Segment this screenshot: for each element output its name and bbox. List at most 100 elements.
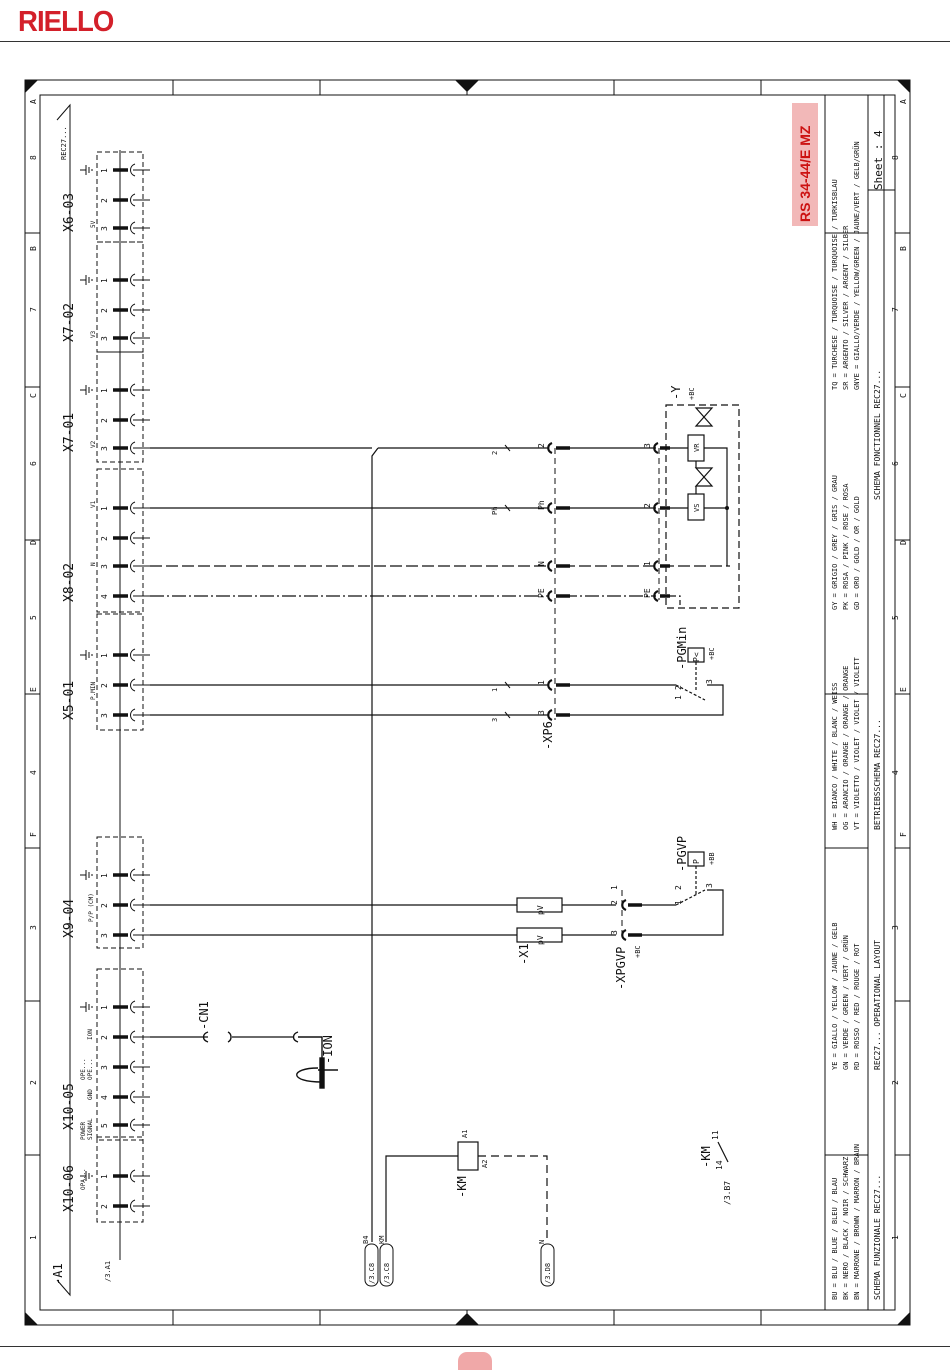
pgvp-label: -PGVP bbox=[675, 836, 689, 872]
x603-sub: 5V bbox=[90, 220, 97, 228]
x701-sub: V2 bbox=[90, 440, 97, 448]
title-de: BETRIEBSSCHEMA REC27... bbox=[873, 719, 882, 830]
frame-row-6-right: 6 bbox=[891, 461, 900, 466]
connector-name-x8-02: X8-02 bbox=[62, 563, 77, 602]
inner-frame bbox=[39, 94, 896, 1311]
pv-label-2: pV bbox=[536, 935, 545, 945]
km-a1-pin: A1 bbox=[461, 1130, 469, 1138]
x802-sub-n: N bbox=[90, 562, 97, 566]
km-coil bbox=[457, 1141, 479, 1171]
b4-label: B4 bbox=[362, 1236, 370, 1244]
connector-name-x6-03: X6-03 bbox=[62, 193, 77, 232]
pin-x10-05-3: 3 bbox=[100, 1065, 109, 1070]
wire-ph-label: Ph bbox=[537, 500, 546, 510]
km-a2-pin: A2 bbox=[481, 1160, 489, 1168]
ref-capsule-3 bbox=[540, 1243, 555, 1287]
cn1-label: -CN1 bbox=[197, 1001, 211, 1030]
pgmin-pin-3: 3 bbox=[705, 679, 714, 684]
footer-rule bbox=[0, 1346, 950, 1347]
frame-col-B-right: B bbox=[899, 246, 908, 251]
ref-2: /3.C8 bbox=[383, 1263, 391, 1284]
pin-x7-02-1: 1 bbox=[100, 278, 109, 283]
frame-row-8-right: 8 bbox=[891, 155, 900, 160]
wire-tag-2: 2 bbox=[491, 451, 499, 455]
frame-col-E-left: E bbox=[29, 687, 38, 692]
xp6-label: -XP6 bbox=[541, 721, 555, 750]
rec27-label: REC27... bbox=[60, 126, 68, 160]
connector-name-x10-05: X10-05 bbox=[62, 1083, 77, 1130]
pv-box-1 bbox=[516, 897, 563, 913]
x702-sub: V3 bbox=[90, 330, 97, 338]
page-number-pill bbox=[458, 1352, 492, 1370]
frame-row-1-left: 1 bbox=[29, 1235, 38, 1240]
wire-2-label: 2 bbox=[537, 443, 546, 448]
title-fr: SCHEMA FONCTIONNEL REC27... bbox=[873, 370, 882, 500]
model-label: RS 34-44/E MZ bbox=[797, 125, 813, 222]
wire-x501-3 bbox=[150, 684, 724, 716]
km-ref: /3.B7 bbox=[723, 1181, 732, 1205]
ref-capsule-1 bbox=[364, 1243, 379, 1287]
frame-col-C-right: C bbox=[899, 393, 908, 398]
legend-col5-2: GNYE = GIALLO/VERDE / YELLOW/GREEN / JAU… bbox=[852, 141, 861, 390]
valve-y-outline bbox=[665, 404, 740, 609]
legend-col3-0: WH = BIANCO / WHITE / BLANC / WEISS bbox=[831, 682, 839, 830]
legend-col2-0: YE = GIALLO / YELLOW / JAUNE / GELB bbox=[831, 922, 839, 1070]
y-bc: +BC bbox=[688, 387, 696, 400]
pin-x7-02-2: 2 bbox=[100, 308, 109, 313]
frame-row-4-left: 4 bbox=[29, 770, 38, 775]
ion-label: -ION bbox=[321, 1035, 335, 1064]
sheet-label: Sheet : 4 bbox=[872, 130, 885, 190]
x501-sub: P.MIN bbox=[90, 682, 97, 700]
pin-x6-03-2: 2 bbox=[100, 198, 109, 203]
x1-label: -X1 bbox=[517, 943, 531, 965]
pin-x10-05-1: 1 bbox=[100, 1005, 109, 1010]
pgvp-box-label: P bbox=[692, 859, 701, 864]
legend-col1-2: BN = MARRONE / BROWN / MARRON / BRAUN bbox=[853, 1144, 861, 1300]
pgmin-bc: +BC bbox=[708, 647, 716, 660]
wire-tag-ph: Ph bbox=[491, 507, 499, 515]
connector-name-x9-04: X9-04 bbox=[62, 899, 77, 938]
pin-x10-06-2: 2 bbox=[100, 1204, 109, 1209]
ref-1: /3.C8 bbox=[368, 1263, 376, 1284]
a1-label: -A1 bbox=[51, 1263, 65, 1285]
pin-x10-05-4: 4 bbox=[100, 1095, 109, 1100]
legend-col5-0: TQ = TURCHESE / TURQUOISE / TURQUOISE / … bbox=[831, 179, 839, 390]
legend-col3-2: VT = VIOLETTO / VIOLET / VIOLET / VIOLET… bbox=[853, 656, 861, 830]
x1005-sub-signal: SIGNAL bbox=[87, 1118, 94, 1140]
frame-row-5-left: 5 bbox=[29, 615, 38, 620]
frame-row-4-right: 4 bbox=[891, 770, 900, 775]
km-contact-label: -KM bbox=[699, 1146, 713, 1168]
frame-col-F-right: F bbox=[899, 832, 908, 837]
x1005-sub-ope2: OPE... bbox=[87, 1058, 94, 1080]
frame-col-A-right: A bbox=[899, 99, 908, 104]
legend-col3-1: OG = ARANCIO / ORANGE / ORANGE / ORANGE bbox=[842, 666, 850, 830]
wire-km-a1 bbox=[385, 1155, 458, 1242]
riello-logo: RIELLO bbox=[18, 6, 114, 38]
pin-x7-01-2: 2 bbox=[100, 418, 109, 423]
a1-ref: /3.A1 bbox=[104, 1261, 112, 1282]
pv-label-1: pV bbox=[536, 905, 545, 915]
wire-pe-label: PE bbox=[537, 588, 546, 598]
pin-x5-01-2: 2 bbox=[100, 683, 109, 688]
frame-col-A-left: A bbox=[29, 99, 38, 104]
title-en: REC27... OPERATIONAL LAYOUT bbox=[873, 940, 882, 1070]
vs-label: VS bbox=[693, 504, 701, 512]
n-tag: N bbox=[538, 1240, 546, 1244]
km-label: -KM bbox=[455, 1176, 469, 1198]
pv-box-2 bbox=[516, 927, 563, 943]
pin-x9-04-2: 2 bbox=[100, 903, 109, 908]
pin-x5-01-1: 1 bbox=[100, 653, 109, 658]
wire-n-label: N bbox=[537, 561, 546, 566]
x904-sub: P/P (CM) bbox=[88, 893, 95, 922]
y-pin-1: 1 bbox=[643, 561, 652, 566]
xpgvp-label: -XPGVP bbox=[614, 947, 628, 990]
wire-tag-1: 1 bbox=[491, 688, 499, 692]
pin-x5-01-3: 3 bbox=[100, 713, 109, 718]
pin-x8-02-1: 1 bbox=[100, 506, 109, 511]
pin-x7-01-1: 1 bbox=[100, 388, 109, 393]
a1-module-outline bbox=[56, 103, 71, 1297]
pgmin-box-label: P< bbox=[692, 652, 701, 662]
